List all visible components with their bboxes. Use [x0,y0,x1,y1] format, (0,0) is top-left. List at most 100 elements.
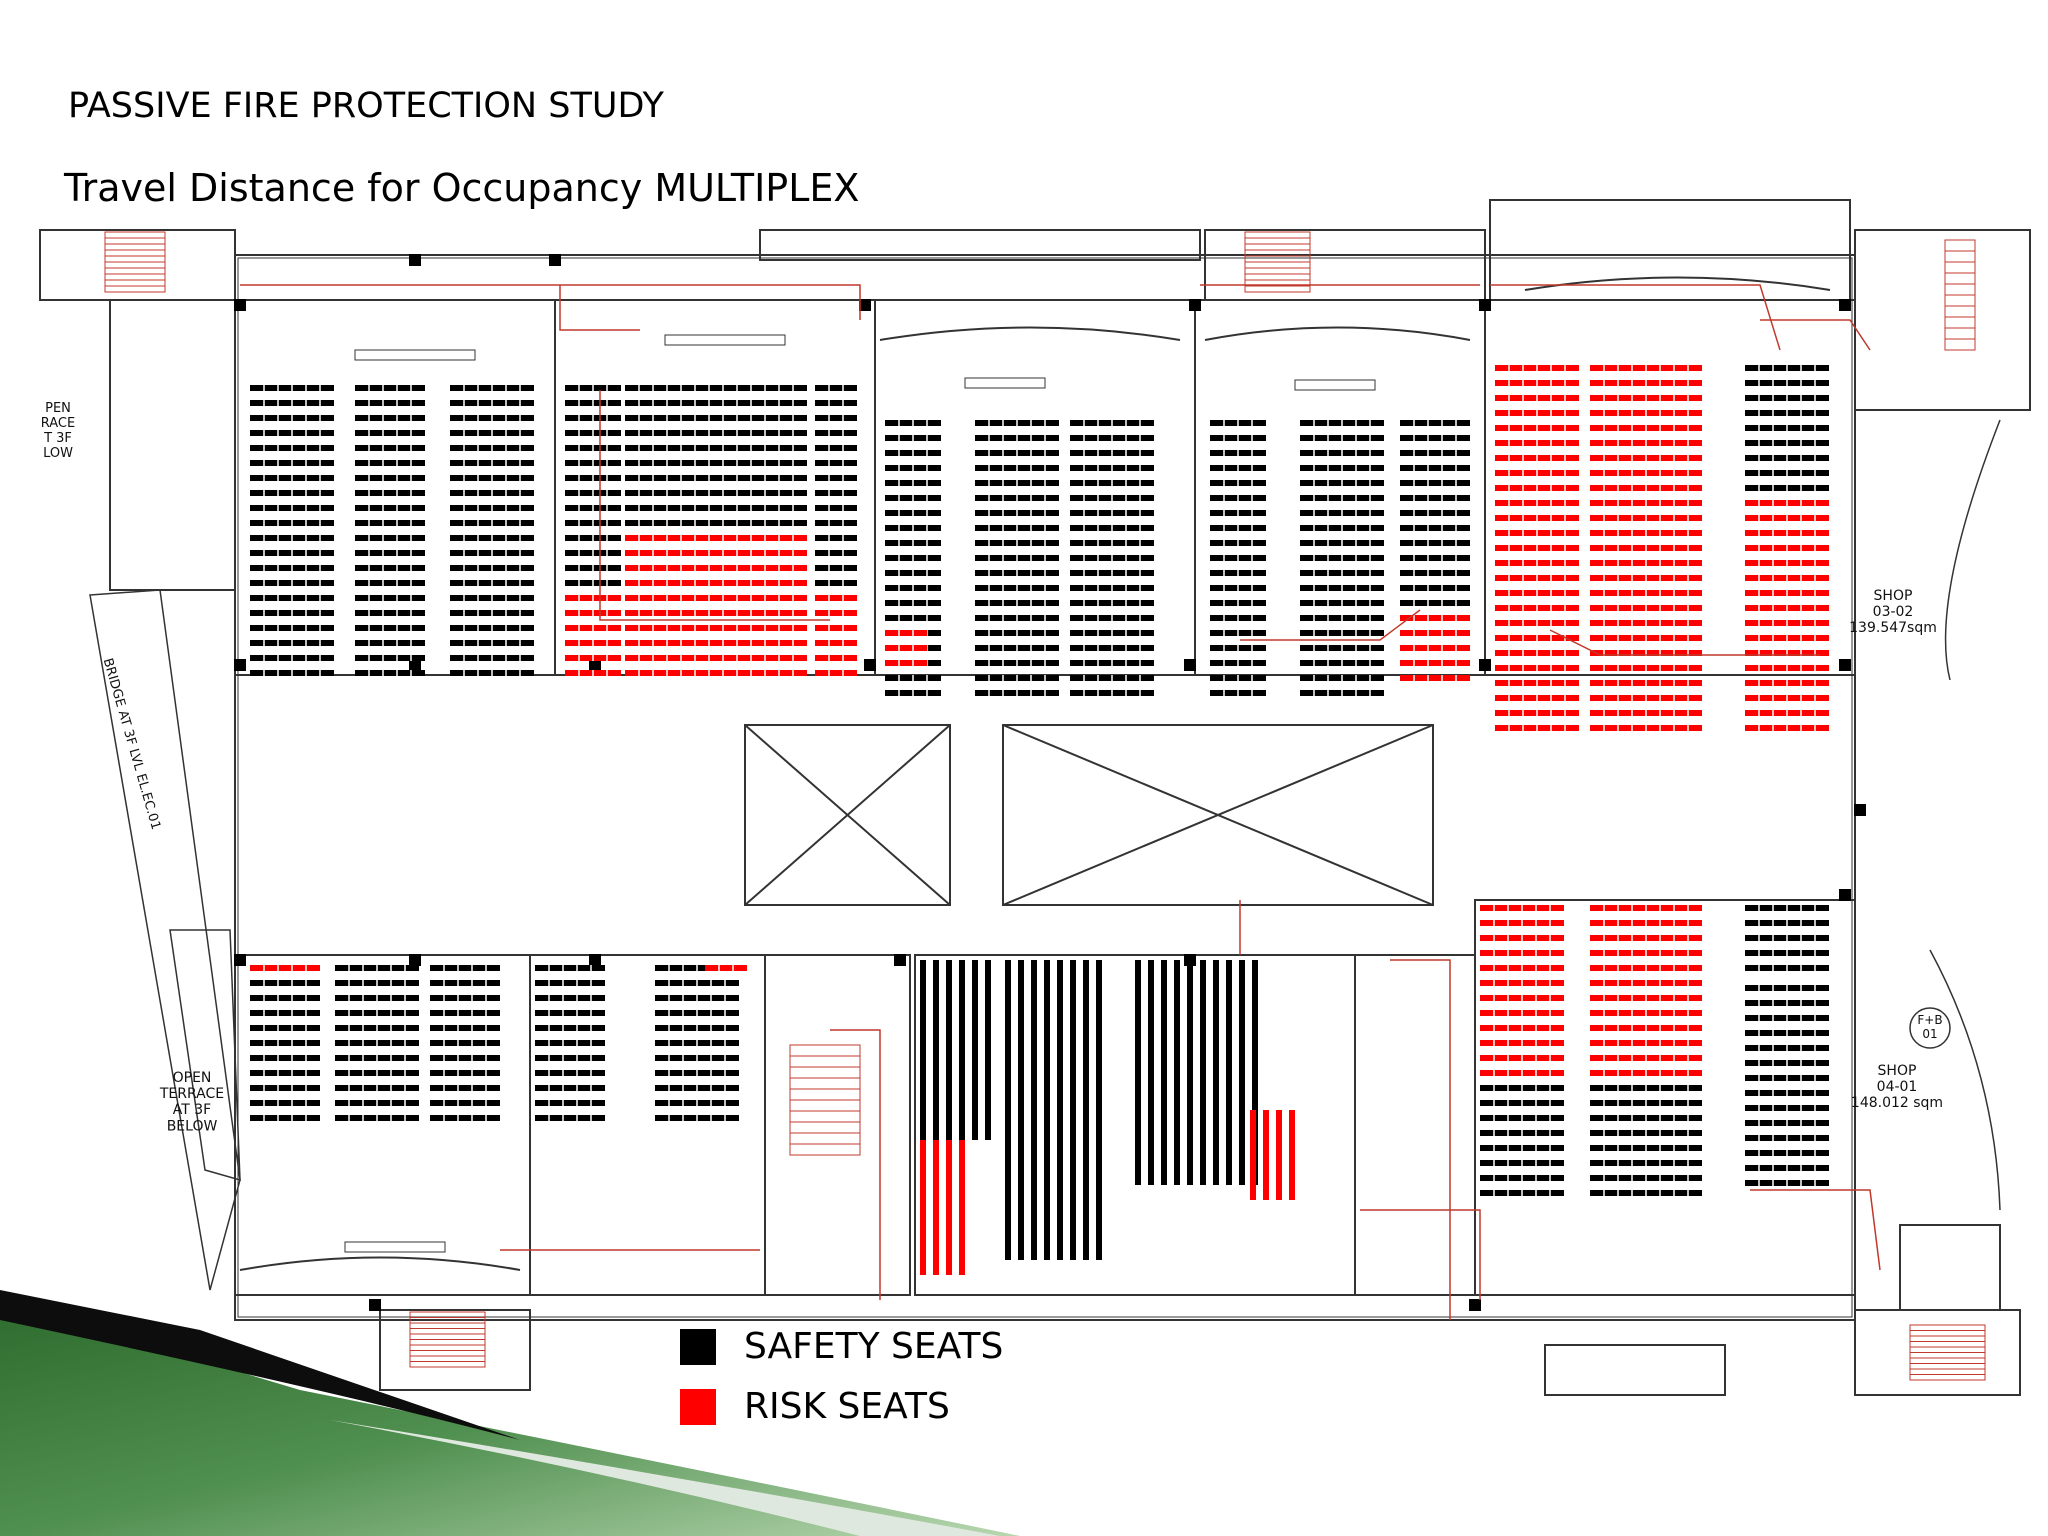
column [1839,889,1851,901]
seat-row [625,415,807,421]
legend-risk-seats: RISK SEATS [680,1386,950,1427]
seat-row [250,1115,320,1121]
seat-column [1057,960,1063,1260]
seat-row [625,490,807,496]
void-cross [1002,724,1434,906]
seat-row [1400,435,1470,441]
column [894,954,906,966]
seat-row [815,385,857,391]
seat-row [625,610,807,616]
slide-title: PASSIVE FIRE PROTECTION STUDY [68,86,664,126]
seat-row [430,1010,500,1016]
seat-row [885,660,927,666]
seat-block [625,535,807,676]
screen-bar [964,377,1046,389]
seat-row [625,640,807,646]
seat-row [1400,660,1470,666]
facade-curve [1944,419,2001,681]
seat-row [355,625,425,631]
wall-outline [109,299,236,591]
seat-row [355,475,425,481]
seat-row [1400,465,1470,471]
seat-row [1400,585,1470,591]
fb-tag-circle [1909,1007,1951,1049]
seat-row [535,1055,605,1061]
travel-route [1490,284,1781,351]
legend-label-risk: RISK SEATS [744,1386,950,1427]
seat-row [1400,510,1470,516]
seat-row [430,965,500,971]
plan-walls [39,199,2031,1396]
seat-column [1018,960,1024,1260]
column [409,254,421,266]
seat-row [815,535,857,541]
seating-blocks [250,365,1829,1275]
column [1469,1299,1481,1311]
seat-row [625,460,807,466]
seat-row [430,1025,500,1031]
seat-row [815,475,857,481]
seat-row [355,535,425,541]
seat-row [625,595,807,601]
seat-block [565,385,621,676]
seat-row [355,670,425,676]
seat-block [1480,905,1564,1076]
seat-row [1400,540,1470,546]
seat-row [815,400,857,406]
travel-route [1360,1209,1481,1300]
seat-block [655,965,739,1121]
seat-column [1187,960,1193,1185]
facade-curve [1929,949,2001,1211]
column [1189,299,1201,311]
seat-row [815,415,857,421]
seat-row [535,1010,605,1016]
column [1479,659,1491,671]
column [234,299,246,311]
column [1854,804,1866,816]
screen-bar [664,334,786,346]
seat-row [355,550,425,556]
wall-outline [379,1309,531,1391]
seat-block [1495,365,1579,731]
seat-block-vertical [1135,960,1258,1185]
seat-row [250,1100,320,1106]
seat-row [815,460,857,466]
wall-outline [764,954,911,1296]
seat-block [1590,1085,1702,1196]
seat-row [430,1115,500,1121]
seat-row [1400,570,1470,576]
seat-column [1083,960,1089,1260]
column [234,954,246,966]
seat-block [1400,615,1470,681]
seat-row [355,445,425,451]
seat-column [1031,960,1037,1260]
column [549,254,561,266]
seat-row [535,1025,605,1031]
seat-row [1400,420,1470,426]
seat-block [250,965,320,1121]
travel-route [1240,609,1421,641]
travel-route [1549,629,1820,656]
seat-row [355,565,425,571]
legend-safety-seats: SAFETY SEATS [680,1326,1003,1367]
column [1184,659,1196,671]
seat-row [355,385,425,391]
seat-column [1250,1110,1256,1200]
seat-row [1400,645,1470,651]
seat-column [1005,960,1011,1260]
seat-column [1226,960,1232,1185]
seat-row [535,995,605,1001]
screen-bar [344,1241,446,1253]
seat-row [355,430,425,436]
seat-row [815,565,857,571]
seat-column [1096,960,1102,1260]
seat-column [972,960,978,1140]
seat-row [705,965,747,971]
seat-row [355,610,425,616]
seat-row [625,475,807,481]
seat-row [815,490,857,496]
seat-block-vertical [1250,1110,1295,1200]
seat-block [1480,1085,1564,1196]
seat-block [535,965,605,1121]
